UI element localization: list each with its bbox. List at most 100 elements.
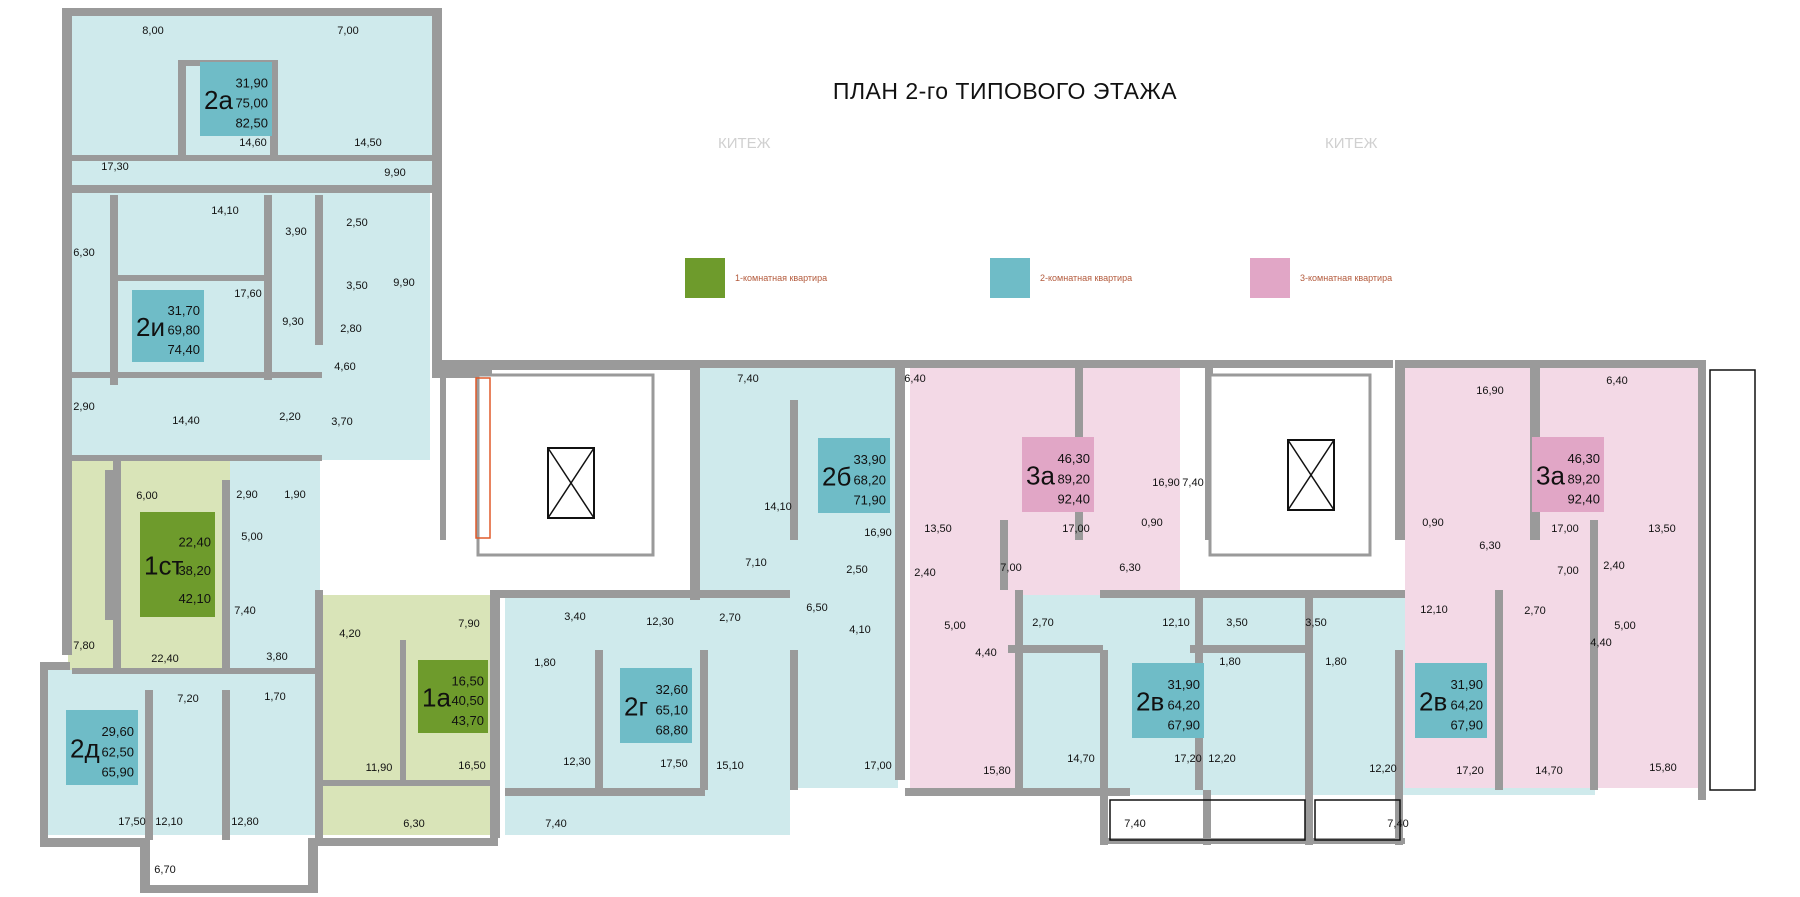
stair-core-left	[475, 373, 655, 557]
room-area-label: 12,30	[563, 756, 591, 768]
apartment-area-useful: 64,20	[1450, 697, 1483, 712]
legend-one-room: 1-комнатная квартира	[685, 258, 827, 298]
room-area-label: 14,10	[211, 205, 239, 217]
apartment-area-living: 22,40	[178, 534, 211, 549]
apartment-code: 2б	[822, 462, 851, 492]
room-area-label: 4,20	[339, 628, 360, 640]
room-area-label: 1,70	[264, 691, 285, 703]
apartment-area-living: 32,60	[655, 682, 688, 697]
apartment-area-total: 82,50	[235, 116, 268, 131]
room-area-label: 7,40	[545, 818, 566, 830]
room-area-label: 4,40	[975, 647, 996, 659]
room-area-label: 13,50	[1648, 523, 1676, 535]
room-area-label: 6,00	[136, 490, 157, 502]
apartment-area-living: 31,90	[1450, 677, 1483, 692]
room-area-label: 7,20	[177, 693, 198, 705]
room-area-label: 9,90	[393, 277, 414, 289]
room-area-label: 12,10	[1162, 617, 1190, 629]
apartment-area-total: 92,40	[1057, 492, 1090, 507]
room-area-label: 15,80	[1649, 762, 1677, 774]
legend-label-two-room: 2-комнатная квартира	[1040, 273, 1133, 283]
legend-two-room: 2-комнатная квартира	[990, 258, 1132, 298]
room-area-label: 12,20	[1208, 753, 1236, 765]
legend-swatch-one-room	[685, 258, 725, 298]
room-area-label: 17,00	[1062, 523, 1090, 535]
room-area-label: 7,00	[1000, 562, 1021, 574]
room-area-label: 1,90	[284, 489, 305, 501]
room-area-label: 16,90	[864, 527, 892, 539]
room-area-label: 3,50	[1305, 617, 1326, 629]
room-area-label: 2,70	[719, 612, 740, 624]
apartment-code: 2в	[1419, 687, 1447, 717]
apartment-area-living: 16,50	[451, 673, 484, 688]
room-area-label: 9,30	[282, 316, 303, 328]
room-area-label: 0,90	[1422, 517, 1443, 529]
room-area-label: 7,40	[1124, 818, 1145, 830]
room-area-label: 2,70	[1032, 617, 1053, 629]
watermark: КИТЕЖ	[718, 135, 771, 152]
apartment-code: 1ст	[144, 551, 183, 581]
room-area-label: 2,50	[346, 217, 367, 229]
apartment-label-box	[1532, 437, 1604, 512]
apartment-area-total: 43,70	[451, 713, 484, 728]
apartment-area-living: 33,90	[853, 452, 886, 467]
room-area-label: 7,00	[1557, 565, 1578, 577]
room-area-label: 17,30	[101, 161, 129, 173]
apartment-label-box	[200, 62, 272, 136]
room-area-label: 7,40	[234, 605, 255, 617]
apartment-code: 2д	[70, 734, 100, 764]
room-area-label: 7,10	[745, 557, 766, 569]
room-area-label: 17,50	[118, 816, 146, 828]
apartment-area-useful: 69,80	[167, 323, 200, 338]
room-area-label: 4,10	[849, 624, 870, 636]
apartment-area-total: 92,40	[1567, 492, 1600, 507]
room-area-label: 6,30	[1119, 562, 1140, 574]
room-area-label: 0,90	[1141, 517, 1162, 529]
room-area-label: 1,80	[1325, 656, 1346, 668]
walls	[40, 8, 1706, 893]
apartment-label-box	[66, 710, 138, 785]
room-area-label: 7,80	[73, 640, 94, 652]
legend-label-three-room: 3-комнатная квартира	[1300, 273, 1393, 283]
room-area-label: 12,10	[155, 816, 183, 828]
apartment-area-living: 46,30	[1057, 451, 1090, 466]
room-area-label: 17,20	[1456, 765, 1484, 777]
room-area-label: 14,70	[1067, 753, 1095, 765]
room-area-label: 14,60	[239, 137, 267, 149]
apartment-area-useful: 65,10	[655, 702, 688, 717]
apartment-label-box	[620, 668, 692, 743]
apartment-label-box	[418, 660, 488, 733]
room-area-label: 6,50	[806, 602, 827, 614]
room-area-label: 6,40	[904, 373, 925, 385]
room-area-label: 2,90	[73, 401, 94, 413]
room-area-label: 6,30	[1479, 540, 1500, 552]
watermark: КИТЕЖ	[1325, 135, 1378, 152]
legend-swatch-three-room	[1250, 258, 1290, 298]
room-area-label: 14,70	[1535, 765, 1563, 777]
room-area-label: 12,80	[231, 816, 259, 828]
room-area-label: 7,90	[458, 618, 479, 630]
apartment-area-living: 29,60	[101, 724, 134, 739]
room-area-label: 11,90	[366, 762, 393, 774]
room-area-label: 3,70	[331, 416, 352, 428]
apartment-label-box	[140, 512, 215, 617]
room-area-label: 3,50	[346, 280, 367, 292]
room-area-label: 4,40	[1590, 637, 1611, 649]
apartment-area-total: 65,90	[101, 765, 134, 780]
apartment-code: 2г	[624, 692, 648, 722]
apartment-label-box	[132, 290, 204, 362]
apartment-area-living: 31,90	[235, 76, 268, 91]
room-area-label: 16,50	[458, 760, 486, 772]
room-area-label: 1,80	[1219, 656, 1240, 668]
